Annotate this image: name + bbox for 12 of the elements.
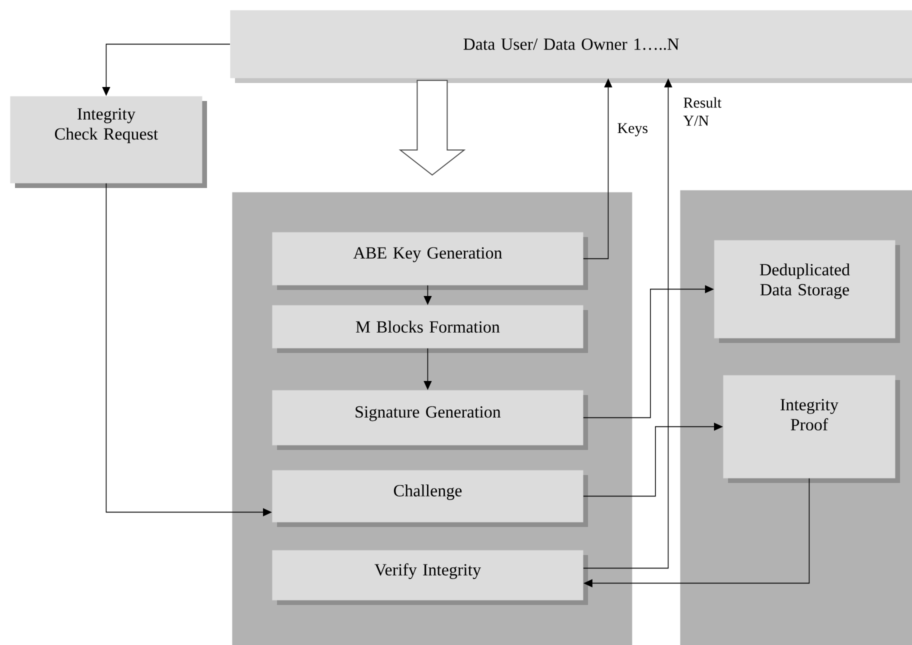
process-box: Integrity Proof: [723, 375, 900, 483]
edge-label: Result Y/N: [683, 97, 722, 126]
block-arrow: [398, 80, 466, 176]
process-box: Integrity Check Request: [10, 96, 207, 188]
process-box: ABE Key Generation: [272, 232, 588, 290]
group-panel: Data User/ Data Owner 1…..N: [230, 10, 912, 83]
process-box: Signature Generation: [272, 390, 588, 450]
edge-label: Keys: [618, 123, 648, 136]
process-box: M Blocks Formation: [272, 305, 588, 353]
process-box: Deduplicated Data Storage: [714, 240, 900, 343]
process-box: Challenge: [272, 470, 588, 527]
process-box: Verify Integrity: [272, 550, 588, 605]
